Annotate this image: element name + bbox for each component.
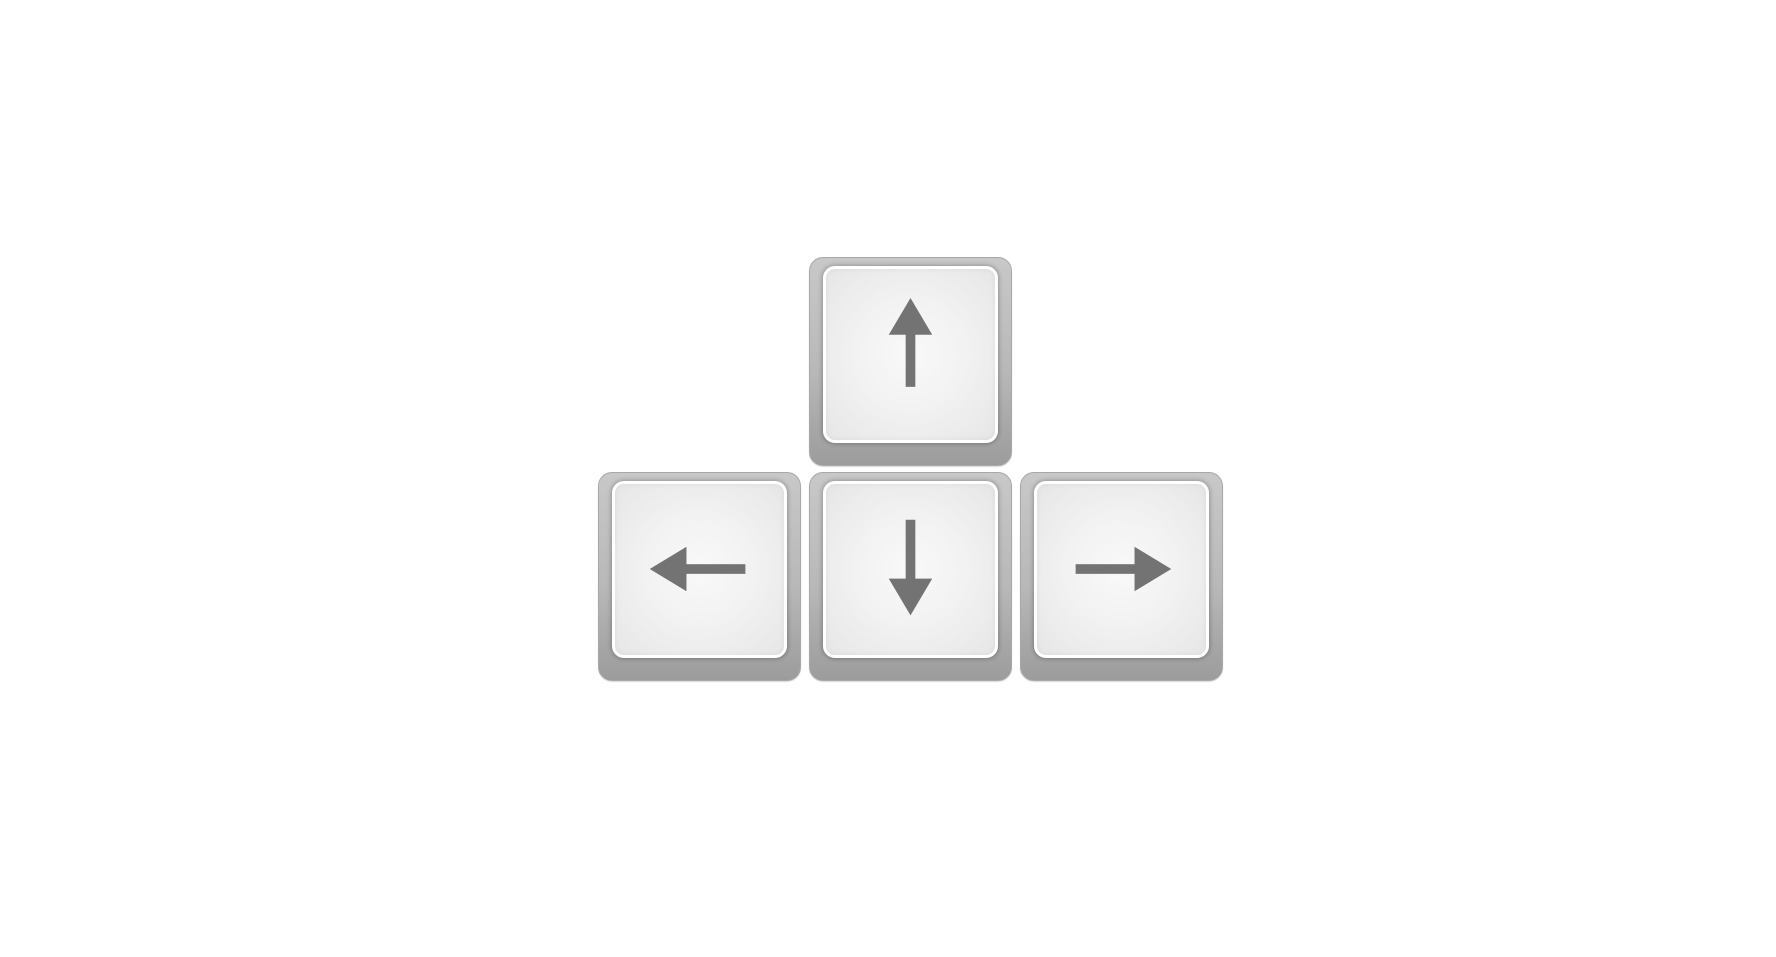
right-arrow-key[interactable] [1020, 472, 1223, 681]
left-arrow-key[interactable] [598, 472, 801, 681]
right-key-cap [1034, 481, 1209, 658]
left-key-cap [612, 481, 787, 658]
up-arrow-key[interactable] [809, 257, 1012, 466]
arrow-up-icon [888, 298, 933, 387]
arrow-left-icon [649, 546, 746, 592]
down-key-cap [823, 481, 998, 658]
arrow-right-icon [1075, 546, 1172, 592]
up-key-cap [823, 266, 998, 443]
arrow-down-icon [888, 519, 933, 616]
down-arrow-key[interactable] [809, 472, 1012, 681]
